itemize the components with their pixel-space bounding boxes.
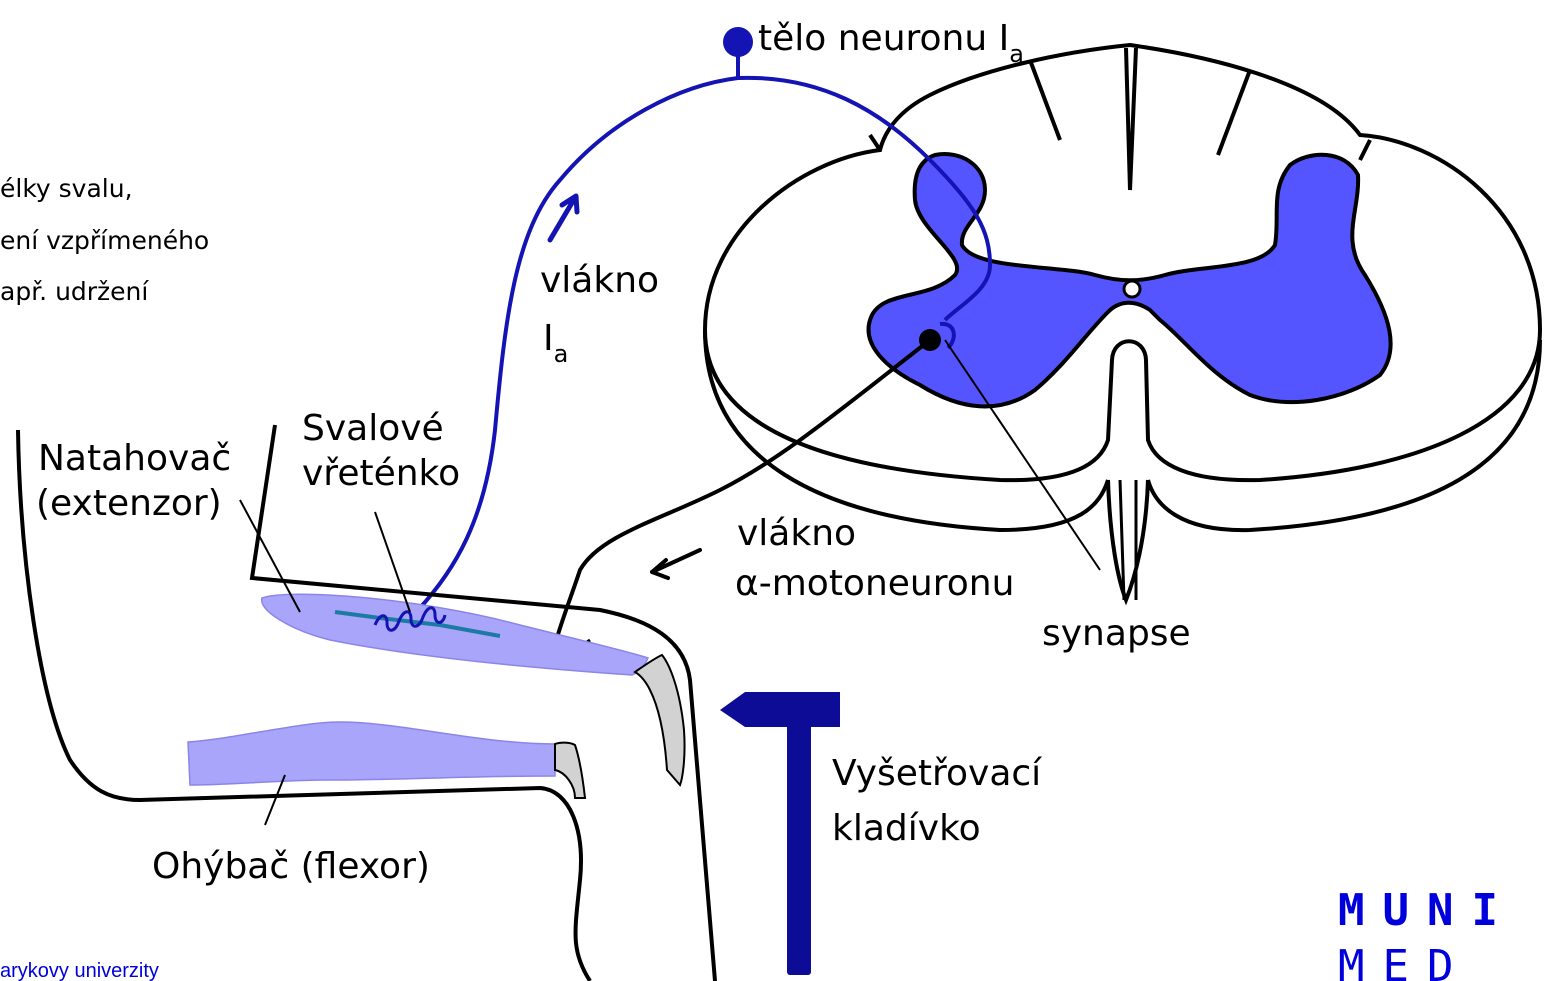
logo-line-2: MED: [1338, 941, 1471, 981]
neuron-body: [723, 27, 753, 57]
spindle-pointer: [375, 512, 410, 612]
extensor-label-1: Natahovač: [38, 438, 231, 479]
extensor-label-2: (extenzor): [36, 483, 222, 524]
neuron-body-label-main: tělo neuronu I: [758, 18, 1009, 59]
fiber-ia-symbol: I: [543, 318, 554, 359]
neuron-body-label: tělo neuronu Ia: [758, 18, 1024, 68]
motor-fiber-label-1: vlákno: [737, 513, 856, 554]
logo-line-1: MUNI: [1338, 885, 1516, 936]
extensor-tendon: [635, 655, 685, 785]
intro-line-1: élky svalu,: [0, 174, 133, 203]
synapse-label: synapse: [1042, 613, 1191, 654]
ventral-fissure-lower: [1108, 480, 1148, 600]
fiber-ia-label: vlákno: [540, 260, 659, 301]
dorsal-notch-left: [870, 135, 880, 150]
intro-line-3: apř. udržení: [0, 277, 149, 306]
spindle-label-1: Svalové: [302, 408, 444, 449]
muni-med-logo: MUNI MED: [1338, 885, 1516, 981]
extensor-pointer: [240, 500, 300, 612]
flexor-tendon: [555, 743, 585, 798]
leg-front-line: [252, 425, 715, 981]
motor-fiber-label-2: α-motoneuronu: [735, 563, 1014, 604]
hammer-head: [720, 692, 840, 727]
motor-arrow: [652, 550, 700, 578]
flexor-muscle: [188, 722, 555, 785]
hammer-handle: [787, 710, 811, 975]
neuron-body-label-sub: a: [1009, 40, 1024, 68]
extensor-muscle: [262, 594, 648, 675]
footer-text: arykovy univerzity: [0, 960, 159, 981]
hammer-label-1: Vyšetřovací: [832, 753, 1042, 794]
spinal-cord-outline: [705, 45, 1540, 480]
reflex-hammer: [720, 692, 840, 975]
fiber-ia-symbol-label: Ia: [543, 318, 568, 368]
fiber-ia-sub: a: [554, 340, 569, 368]
flexor-label: Ohýbač (flexor): [152, 846, 430, 887]
sensory-arrow: [550, 196, 577, 240]
central-canal: [1124, 281, 1140, 297]
intro-line-2: ení vzpřímeného: [0, 226, 209, 255]
spindle-label-2: vřeténko: [302, 453, 460, 494]
hammer-label-2: kladívko: [832, 808, 981, 849]
